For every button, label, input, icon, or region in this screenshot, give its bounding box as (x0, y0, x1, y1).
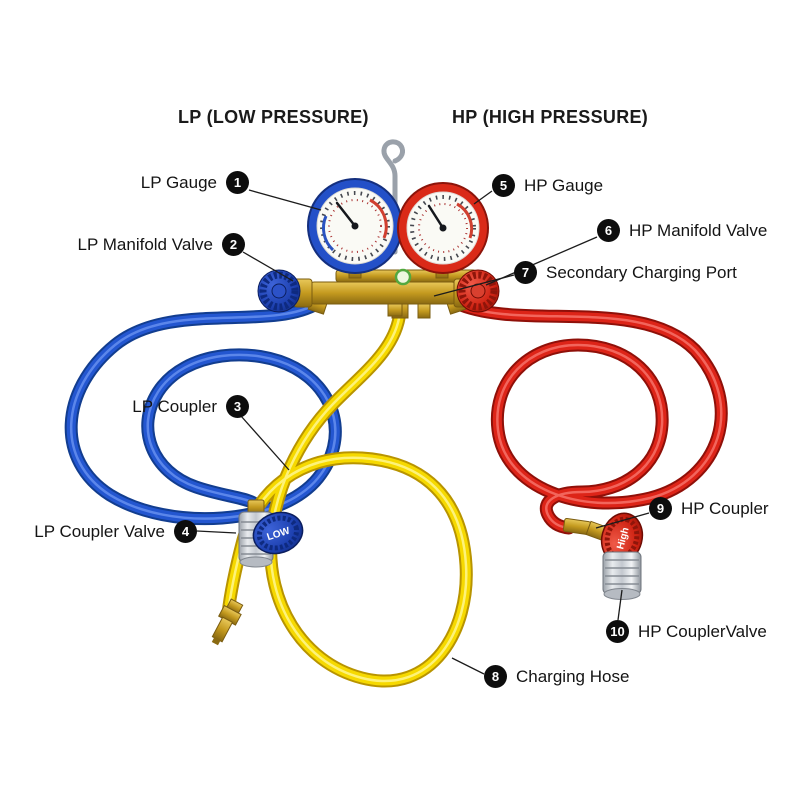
hp-coupler: High (562, 512, 644, 600)
charging-hose (221, 305, 473, 688)
callout-label: HP Coupler (681, 498, 769, 518)
callout-number-badge: 10 (606, 620, 629, 643)
callout-label: LP Coupler Valve (34, 521, 165, 541)
callout-number-badge: 2 (222, 233, 245, 256)
callout-hp-gauge: 5 HP Gauge (492, 174, 603, 197)
lp-coupler: LOW (238, 499, 304, 568)
callout-label: HP CouplerValve (638, 621, 767, 641)
callout-label: HP Manifold Valve (629, 220, 768, 240)
hp-gauge (397, 182, 489, 279)
hp-section-title: HP (HIGH PRESSURE) (452, 107, 649, 127)
callout-number-badge: 4 (174, 520, 197, 543)
lp-coupler-valve-knob: LOW (252, 511, 304, 555)
callout-number-badge: 9 (649, 497, 672, 520)
callout-hp-coupler-valve: 10 HP CouplerValve (606, 620, 767, 643)
hp-hose (449, 296, 728, 535)
callout-number-badge: 5 (492, 174, 515, 197)
callout-label: LP Manifold Valve (77, 234, 213, 254)
lp-hose (64, 296, 342, 526)
callout-lp-coupler-valve: LP Coupler Valve 4 (34, 520, 197, 543)
callout-lp-gauge: LP Gauge 1 (141, 171, 249, 194)
callout-label: HP Gauge (524, 175, 604, 195)
callout-label: Charging Hose (516, 666, 630, 686)
callout-number-badge: 6 (597, 219, 620, 242)
callout-charging-hose: 8 Charging Hose (484, 665, 629, 688)
callout-label: Secondary Charging Port (546, 262, 737, 282)
secondary-charging-port (417, 303, 431, 319)
callout-label: LP Gauge (140, 172, 217, 192)
callout-number-badge: 7 (514, 261, 537, 284)
callout-hp-manifold-valve: 6 HP Manifold Valve (597, 219, 767, 242)
charging-hose-fitting (211, 598, 244, 646)
hp-manifold-valve-knob (456, 269, 500, 313)
callout-number-badge: 1 (226, 171, 249, 194)
callout-secondary-charging-port: 7 Secondary Charging Port (514, 261, 737, 284)
callout-hp-coupler: 9 HP Coupler (649, 497, 769, 520)
lp-manifold-valve-knob (257, 269, 301, 313)
sight-glass (394, 268, 412, 286)
leader-lines (196, 189, 650, 675)
lp-gauge (307, 178, 403, 279)
callout-number-badge: 8 (484, 665, 507, 688)
callout-lp-manifold-valve: LP Manifold Valve 2 (78, 233, 245, 256)
hanging-hook (381, 139, 405, 255)
callout-label: LP Coupler (132, 396, 217, 416)
lp-section-title: LP (LOW PRESSURE) (178, 107, 369, 127)
callout-lp-coupler: LP Coupler 3 (132, 395, 249, 418)
callout-number-badge: 3 (226, 395, 249, 418)
